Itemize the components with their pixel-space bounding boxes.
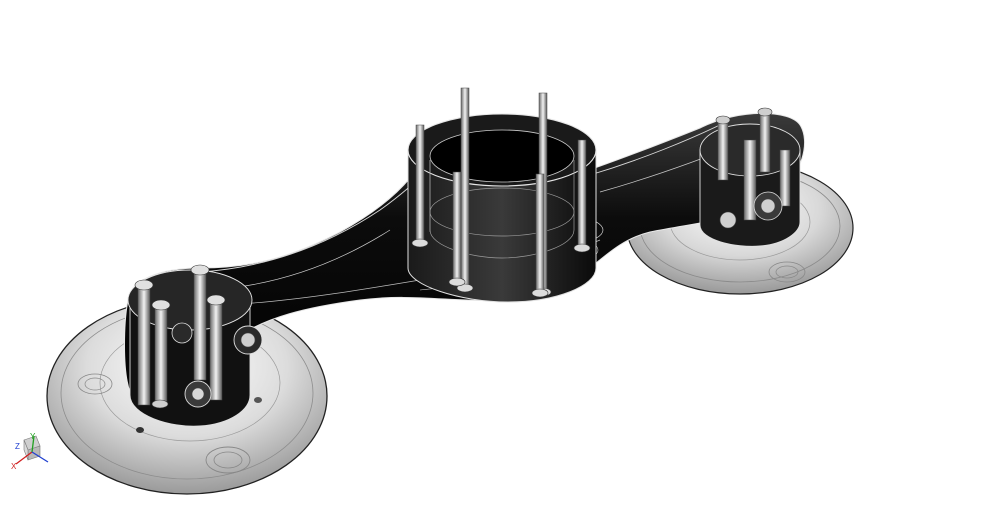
center-hub[interactable] — [407, 113, 597, 303]
bolt — [573, 139, 591, 253]
bolt — [448, 171, 466, 287]
orientation-triad[interactable]: X Y Z — [6, 424, 56, 474]
triad-y-label: Y — [30, 432, 36, 441]
triad-z-label: Z — [15, 442, 20, 451]
z-axis-line — [31, 451, 49, 463]
bolt — [531, 173, 549, 298]
left-pivot-assembly[interactable] — [127, 264, 263, 427]
triad-axes-icon — [15, 435, 49, 465]
x-axis-line — [15, 451, 33, 465]
bolt — [411, 124, 429, 248]
triad-x-label: X — [11, 462, 17, 471]
hub-bolts — [411, 87, 591, 298]
y-axis-line — [31, 435, 35, 453]
right-pivot-assembly[interactable] — [699, 107, 801, 247]
